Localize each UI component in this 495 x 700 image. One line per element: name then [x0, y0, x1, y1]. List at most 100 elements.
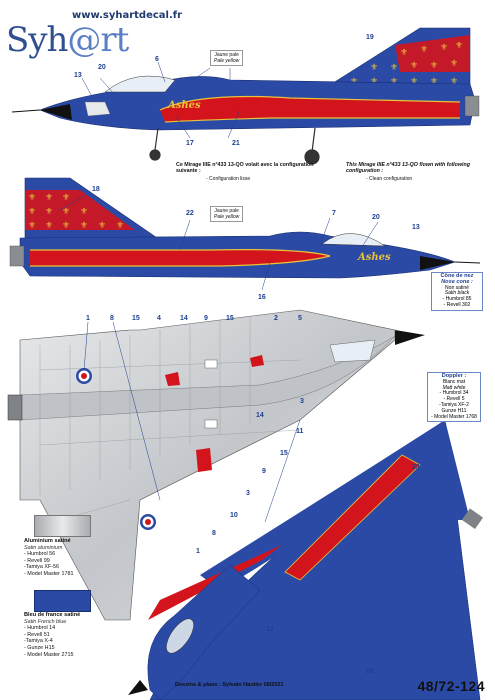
nose-cone-line-4: - Revell 302 — [443, 301, 471, 308]
decal-number: 14 — [256, 412, 264, 419]
aluminium-swatch-label: Aluminium satiné Satin aluminium - Humbr… — [24, 538, 114, 578]
config-en-title: This Mirage IIIE n°433 13-QO flown with … — [346, 162, 470, 174]
svg-text:⚜: ⚜ — [116, 221, 124, 231]
decal-number: 11 — [296, 428, 304, 435]
aluminium-line-3: -Tamiya XF-56 — [24, 564, 60, 571]
config-en: This Mirage IIIE n°433 13-QO flown with … — [346, 162, 486, 182]
pale-yellow-callout-2: Jaune pale Pale yellow — [210, 206, 244, 222]
french-blue-swatch — [34, 590, 91, 612]
svg-text:⚜: ⚜ — [450, 59, 458, 69]
svg-text:⚜: ⚜ — [62, 207, 70, 217]
decal-number: 16 — [258, 294, 266, 301]
decal-number: 13 — [412, 224, 420, 231]
svg-text:⚜: ⚜ — [45, 221, 53, 231]
svg-text:⚜: ⚜ — [390, 63, 398, 73]
config-en-item: - Clean configuration — [366, 176, 413, 182]
decal-number: 24 — [366, 668, 374, 675]
doppler-line-1: Blanc mat — [442, 378, 466, 385]
doppler-title: Doppler : — [441, 373, 467, 379]
decal-number: 21 — [232, 140, 240, 147]
svg-text:⚜: ⚜ — [28, 221, 36, 231]
doppler-callout: Doppler : Blanc mat Matt white - Humbrol… — [427, 372, 481, 423]
doppler-line-5: -Tamiya XF-2 — [439, 401, 469, 408]
website-url: www.syhartdecal.fr — [72, 10, 183, 21]
svg-text:⚜: ⚜ — [390, 77, 398, 87]
config-fr-title: Ce Mirage IIIE n°433 13-QO volait avec l… — [176, 162, 314, 174]
doppler-line-3: - Humbrol 34 — [439, 390, 469, 397]
side-view-right: ⚜⚜⚜ ⚜⚜⚜⚜ ⚜⚜⚜⚜⚜⚜ — [9, 177, 481, 279]
decal-number: 20 — [98, 64, 106, 71]
decal-number: 7 — [332, 210, 336, 217]
side-view-left: ⚜⚜⚜⚜ ⚜⚜⚜⚜⚜ ⚜⚜⚜⚜⚜⚜ — [11, 27, 480, 165]
svg-text:⚜: ⚜ — [62, 221, 70, 231]
pale-yellow-en-1: Pale yellow — [214, 58, 240, 64]
french-blue-swatch-label: Bleu de france satiné Satin French blue … — [24, 612, 114, 658]
decal-number: 22 — [186, 210, 194, 217]
nose-cone-line-3: - Humbrol 85 — [442, 296, 472, 303]
decal-number: 15 — [280, 450, 288, 457]
decal-number: 18 — [92, 186, 100, 193]
aluminium-swatch — [34, 515, 91, 537]
product-reference: 48/72-124 — [417, 678, 485, 694]
nose-cone-line-1: Noir satiné — [445, 284, 469, 291]
decal-number: 19 — [366, 34, 374, 41]
svg-text:⚜: ⚜ — [62, 193, 70, 203]
syhart-logo: Syh@rt — [6, 20, 129, 60]
french-blue-title: Bleu de france satiné — [24, 612, 81, 618]
decal-number: 1 — [196, 548, 200, 555]
decal-number: 5 — [298, 315, 302, 322]
svg-text:⚜: ⚜ — [28, 207, 36, 217]
decal-number: 15 — [226, 315, 234, 322]
svg-text:⚜: ⚜ — [450, 77, 458, 87]
svg-text:⚜: ⚜ — [370, 63, 378, 73]
svg-text:⚜: ⚜ — [420, 45, 428, 55]
decal-number: 17 — [186, 140, 194, 147]
nose-cone-line-2: Satin black — [444, 290, 470, 297]
decal-number: 8 — [110, 315, 114, 322]
pale-yellow-fr-1: Jaune pale — [214, 52, 239, 58]
decal-number: 3 — [300, 398, 304, 405]
svg-text:⚜: ⚜ — [430, 61, 438, 71]
ashes-marking-2: Ashes — [358, 252, 391, 263]
svg-text:⚜: ⚜ — [440, 43, 448, 53]
svg-text:⚜: ⚜ — [400, 48, 408, 58]
french-blue-subtitle: Satin French blue — [24, 618, 67, 625]
nose-cone-callout: Cône de nez Nose cone : Noir satiné Sati… — [431, 272, 483, 311]
aluminium-line-1: - Humbrol 56 — [24, 551, 56, 558]
doppler-line-6: Gunze H11 — [441, 407, 467, 414]
credit-line: Dessins & plans : Sylvain Hautier 08/202… — [175, 682, 284, 688]
decal-number: 20 — [372, 214, 380, 221]
svg-text:⚜: ⚜ — [45, 207, 53, 217]
decal-number: 6 — [155, 56, 159, 63]
decal-number: 2 — [274, 315, 278, 322]
decal-number: 8 — [212, 530, 216, 537]
svg-text:⚜: ⚜ — [430, 77, 438, 87]
svg-text:⚜: ⚜ — [80, 207, 88, 217]
decal-number: 14 — [180, 315, 188, 322]
french-blue-line-3: -Tamiya X-4 — [24, 638, 53, 645]
config-fr: Ce Mirage IIIE n°433 13-QO volait avec l… — [176, 162, 326, 182]
decal-number: 13 — [74, 72, 82, 79]
pale-yellow-callout-1: Jaune pale Pale yellow — [210, 50, 244, 66]
doppler-line-2: Matt white — [442, 384, 466, 391]
decal-number: 23 — [412, 464, 420, 471]
svg-text:⚜: ⚜ — [28, 193, 36, 203]
nose-cone-title-en: Nose cone : — [441, 278, 473, 285]
config-fr-item: - Configuration lisse — [206, 176, 251, 182]
logo-part-2: @rt — [67, 20, 129, 60]
aluminium-title: Aluminium satiné — [24, 538, 71, 544]
svg-text:⚜: ⚜ — [80, 221, 88, 231]
decal-number: 9 — [204, 315, 208, 322]
svg-text:⚜: ⚜ — [98, 221, 106, 231]
ashes-marking-1: Ashes — [168, 100, 201, 111]
svg-text:⚜: ⚜ — [370, 77, 378, 87]
aluminium-line-4: - Model Master 1781 — [24, 570, 74, 577]
doppler-line-7: - Model Master 1768 — [431, 413, 477, 420]
pale-yellow-fr-2: Jaune pale — [214, 208, 239, 214]
decal-number: 1 — [86, 315, 90, 322]
french-blue-line-4: - Gunze H15 — [24, 644, 55, 651]
decal-number: 10 — [230, 512, 238, 519]
french-blue-line-2: - Revell 51 — [24, 631, 50, 638]
decal-number: 12 — [266, 626, 274, 633]
